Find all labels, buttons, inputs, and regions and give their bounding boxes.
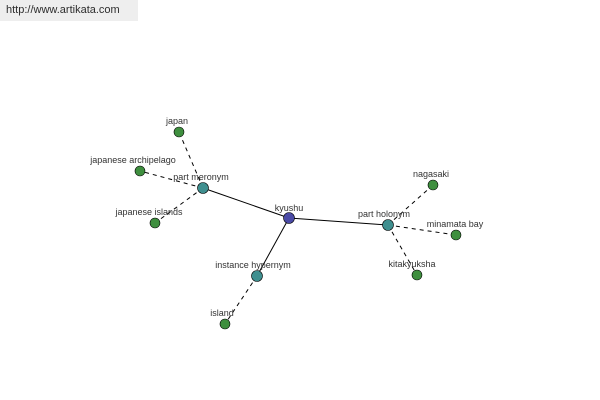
label-instance-hypernym: instance hypernym — [215, 260, 291, 270]
node-kitakyuksha[interactable] — [411, 269, 423, 281]
label-nagasaki: nagasaki — [413, 169, 449, 179]
node-part-holonym[interactable] — [382, 219, 394, 231]
label-japanese-archipelago: japanese archipelago — [89, 155, 176, 165]
node-part-meronym[interactable] — [197, 182, 209, 194]
edge-kyushu-instance-hypernym — [256, 217, 290, 277]
node-japanese-islands[interactable] — [149, 217, 161, 229]
edge-part-meronym-japanese-archipelago — [139, 170, 204, 189]
label-part-holonym: part holonym — [358, 209, 410, 219]
node-minamata-bay[interactable] — [450, 229, 462, 241]
edges — [139, 131, 457, 325]
nodes — [134, 126, 462, 330]
node-nagasaki[interactable] — [427, 179, 439, 191]
node-instance-hypernym[interactable] — [251, 270, 263, 282]
label-kyushu: kyushu — [275, 203, 304, 213]
label-japanese-islands: japanese islands — [114, 207, 183, 217]
node-japan[interactable] — [173, 126, 185, 138]
edge-part-meronym-japanese-islands — [154, 187, 204, 224]
node-kyushu[interactable] — [283, 212, 295, 224]
edge-instance-hypernym-island — [224, 275, 258, 325]
label-island: island — [210, 308, 234, 318]
labels: kyushu part meronym part holonym instanc… — [89, 116, 484, 318]
label-minamata-bay: minamata bay — [427, 219, 484, 229]
label-kitakyuksha: kitakyuksha — [388, 259, 435, 269]
node-island[interactable] — [219, 318, 231, 330]
label-part-meronym: part meronym — [173, 172, 229, 182]
node-japanese-archipelago[interactable] — [134, 165, 146, 177]
edge-part-holonym-nagasaki — [387, 184, 434, 226]
watermark-url: http://www.artikata.com — [0, 0, 138, 21]
edge-kyushu-part-meronym — [202, 187, 290, 219]
edge-part-holonym-kitakyuksha — [387, 224, 418, 276]
edge-part-meronym-japan — [178, 131, 204, 189]
label-japan: japan — [165, 116, 188, 126]
edge-kyushu-part-holonym — [288, 217, 389, 226]
edge-part-holonym-minamata-bay — [387, 224, 457, 236]
